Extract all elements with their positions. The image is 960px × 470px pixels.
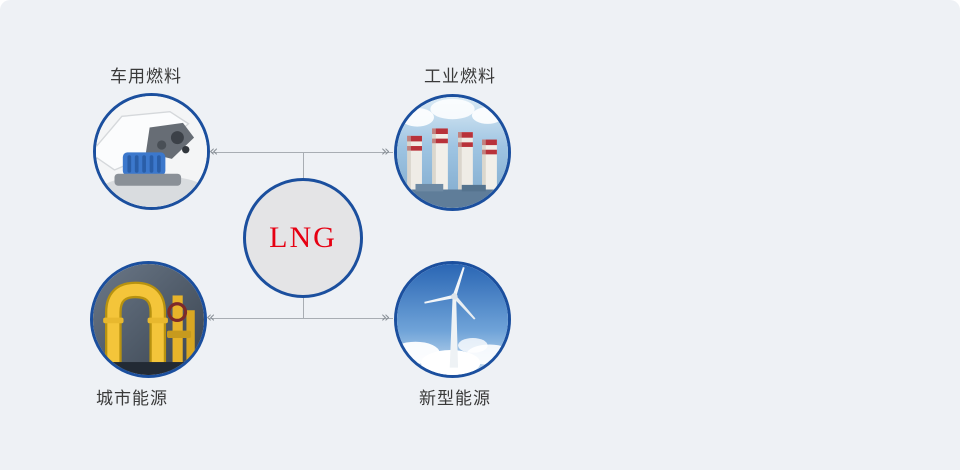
label-new-energy: 新型能源 bbox=[419, 389, 491, 408]
connector-bottom-horizontal bbox=[209, 318, 393, 319]
connector-bottom-vertical bbox=[303, 298, 304, 318]
connector-top-horizontal bbox=[212, 152, 393, 153]
lng-center-node: LNG bbox=[243, 178, 363, 298]
arrow-right-icon: » bbox=[381, 307, 391, 326]
label-city-energy: 城市能源 bbox=[96, 389, 168, 408]
vehicle-fuel-photo bbox=[93, 93, 210, 210]
industrial-fuel-photo bbox=[394, 94, 511, 211]
lng-label: LNG bbox=[269, 221, 337, 254]
wind-turbine-illustration bbox=[397, 264, 508, 375]
power-plant-illustration bbox=[397, 97, 508, 208]
city-energy-photo bbox=[90, 261, 207, 378]
label-industrial-fuel: 工业燃料 bbox=[424, 67, 496, 86]
arrow-left-icon: « bbox=[209, 141, 219, 160]
car-engine-illustration bbox=[96, 96, 207, 207]
arrow-left-icon: « bbox=[206, 307, 216, 326]
label-vehicle-fuel: 车用燃料 bbox=[110, 67, 182, 86]
arrow-right-icon: » bbox=[381, 141, 391, 160]
new-energy-photo bbox=[394, 261, 511, 378]
gas-pipes-illustration bbox=[93, 264, 204, 375]
connector-top-vertical bbox=[303, 153, 304, 179]
